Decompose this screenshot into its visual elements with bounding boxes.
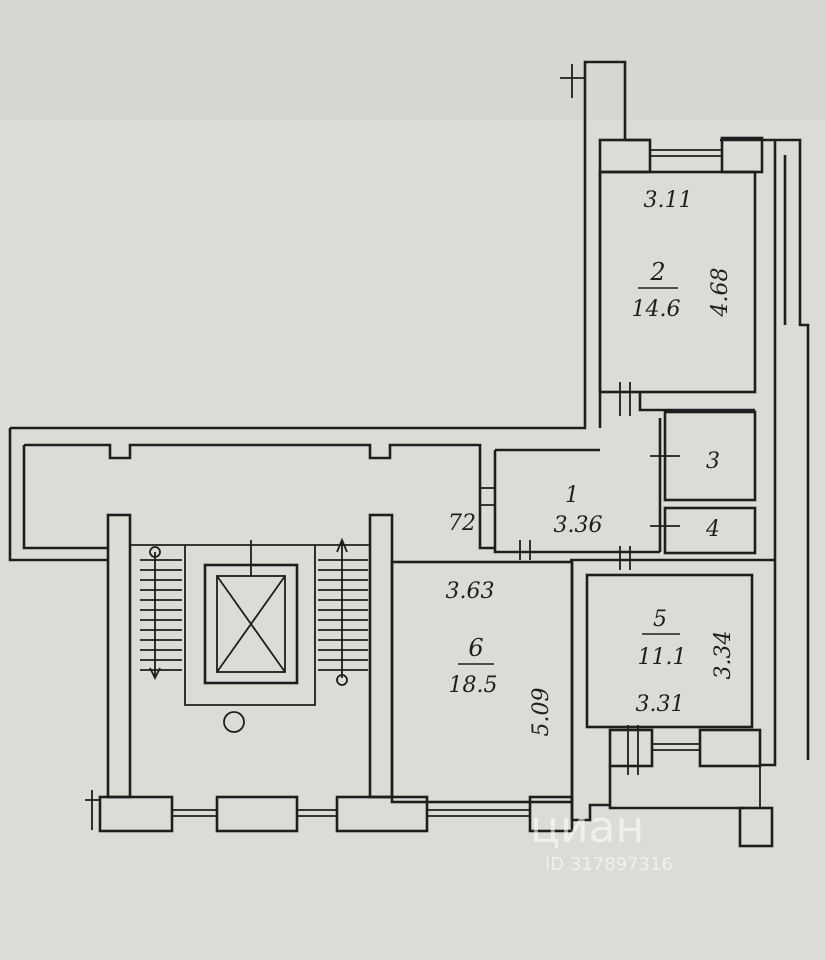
stair-arrow-down: [149, 552, 161, 681]
room-4-outline: [663, 506, 757, 555]
stair-arrow-up: [336, 537, 348, 678]
pier-bottom-1: [98, 795, 174, 833]
door-room-6: [519, 540, 531, 560]
window-top: [650, 149, 722, 157]
room-5-labels: 5 11.1 3.31 3.34: [636, 607, 736, 717]
room-5-length: 3.34: [711, 631, 736, 680]
room-6-length: 5.09: [529, 688, 554, 737]
door-room-2: [619, 382, 631, 416]
corridor-left-inner: [22, 445, 108, 550]
room-2-area: 14.6: [632, 297, 681, 322]
room-5-outline: [585, 573, 754, 729]
room-6-number: 6: [468, 634, 483, 662]
room-6-labels: 3.63 6 18.5 5.09: [446, 579, 554, 736]
room-6-width: 3.63: [446, 579, 495, 604]
stair-steps-left: [140, 559, 182, 671]
window-bottom-2: [297, 809, 337, 817]
room-4-number: 4: [705, 517, 720, 542]
stair-column: [223, 711, 245, 733]
pier-bottom-2: [215, 795, 299, 833]
window-room-5: [652, 743, 700, 751]
outer-wall-right-inner: [760, 140, 777, 767]
room-5-number: 5: [653, 607, 667, 632]
stair-arrow-start-right: [336, 674, 348, 686]
window-bottom-3: [427, 809, 530, 817]
staircase: [106, 513, 394, 799]
room-6-right-wall: [570, 562, 610, 822]
corridor-inner-wall: [24, 443, 495, 550]
bottom-wall: [85, 790, 574, 833]
room-3-number: 3: [706, 449, 720, 474]
room-2-labels: 3.11 2 14.6 4.68: [632, 188, 733, 322]
room-2-length: 4.68: [708, 268, 733, 318]
pier-room-5-left: [608, 728, 654, 768]
room-1-labels: 1 3.36 72: [448, 483, 602, 538]
break-mark-top: [560, 64, 585, 98]
elevator-cross: [216, 575, 286, 673]
room-5-area: 11.1: [638, 645, 687, 670]
room-6-area: 18.5: [449, 673, 498, 698]
stair-steps-right: [318, 559, 368, 671]
corridor-dimension: 72: [448, 511, 476, 536]
room-1-area: 3.36: [554, 513, 603, 538]
room-1-outline: [493, 450, 660, 554]
pier-bottom-3: [335, 795, 429, 833]
room-2-width: 3.11: [644, 188, 693, 213]
room-2-bottom-ledge: [638, 392, 755, 412]
outer-wall-left: [8, 428, 108, 562]
break-mark-bottom: [85, 790, 100, 830]
room-2-number: 2: [649, 258, 665, 286]
room-1-number: 1: [565, 483, 579, 508]
outer-walls: [8, 60, 810, 767]
door-corridor: [480, 487, 495, 506]
balcony-post: [738, 806, 774, 848]
watermark-id: ID 317897316: [545, 854, 673, 875]
stair-arrow-start-left: [149, 546, 161, 558]
room-5-width: 3.31: [636, 692, 685, 717]
doors-rooms-3-4: [650, 455, 680, 527]
balcony-outline: [608, 766, 745, 810]
door-room-5: [619, 546, 631, 570]
pier-bottom-4: [528, 795, 574, 833]
paper-shade-top: [0, 0, 825, 120]
watermark: циан ID 317897316: [530, 802, 673, 875]
stair-outline: [130, 544, 370, 706]
watermark-brand: циан: [530, 802, 644, 853]
balcony-door: [627, 725, 639, 775]
pier-room-5-right: [698, 728, 762, 768]
window-bottom-1: [172, 809, 217, 817]
